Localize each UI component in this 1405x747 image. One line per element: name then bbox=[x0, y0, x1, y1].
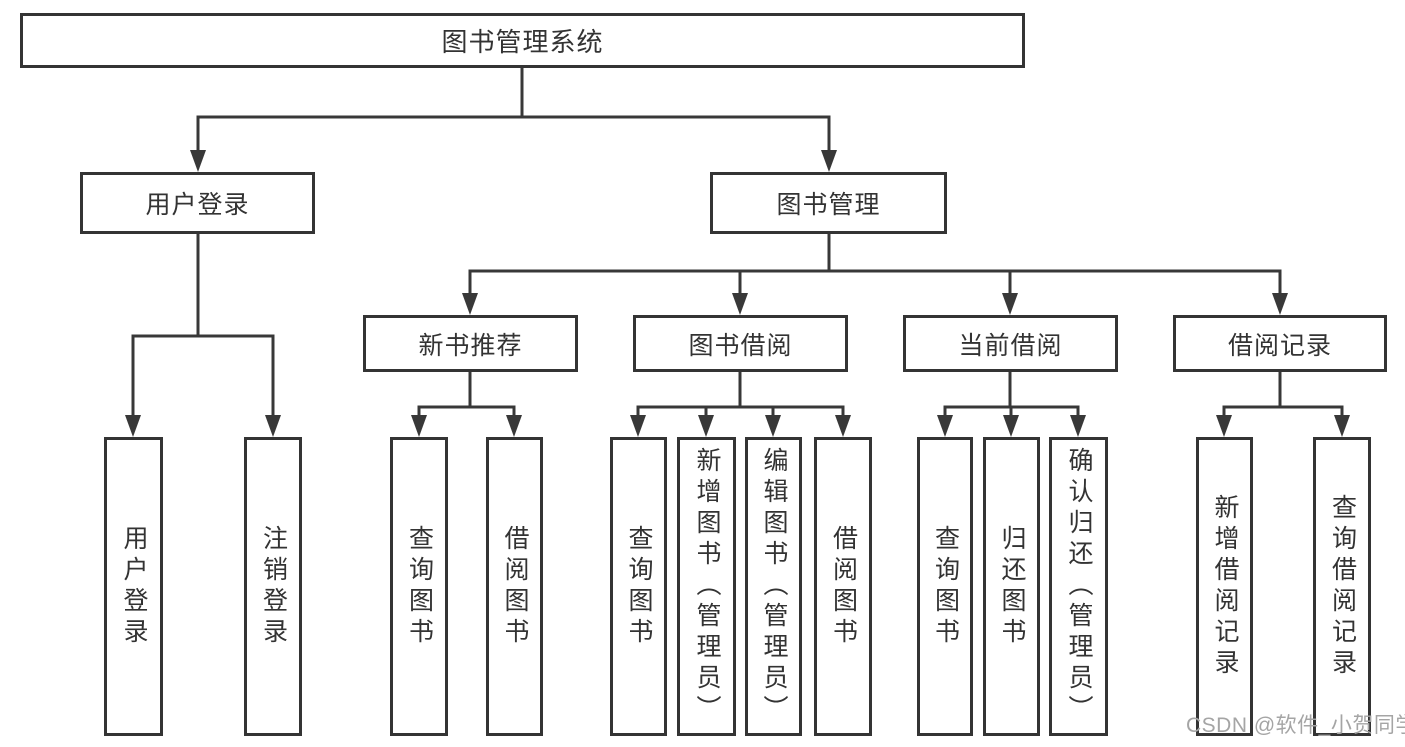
node-book-borrowing: 图书借阅 bbox=[633, 315, 848, 372]
node-label: 用户登录 bbox=[145, 191, 250, 219]
leaf-add-borrow-record: 新增借阅记录 bbox=[1196, 437, 1253, 736]
csdn-watermark: CSDN @软件_小贺同学 bbox=[1186, 714, 1405, 737]
node-label: 查询图书 bbox=[625, 524, 653, 649]
leaf-recommend-borrow-books: 借阅图书 bbox=[486, 437, 543, 736]
node-label: 图书管理 bbox=[776, 191, 881, 219]
node-label: 图书借阅 bbox=[688, 331, 793, 360]
node-book-management-system: 图书管理系统 bbox=[20, 13, 1025, 68]
node-label: 新书推荐 bbox=[418, 331, 523, 360]
node-label: 用户登录 bbox=[120, 524, 148, 649]
node-new-book-recommendation: 新书推荐 bbox=[363, 315, 578, 372]
leaf-confirm-return-admin: 确认归还（管理员） bbox=[1049, 437, 1108, 736]
node-label: 查询借阅记录 bbox=[1328, 493, 1357, 680]
node-current-borrowing: 当前借阅 bbox=[903, 315, 1118, 372]
node-label: 新增借阅记录 bbox=[1211, 493, 1239, 680]
leaf-current-query-books: 查询图书 bbox=[917, 437, 973, 736]
node-label: 借阅图书 bbox=[501, 524, 529, 649]
node-book-management: 图书管理 bbox=[710, 172, 947, 234]
node-label: 编辑图书（管理员） bbox=[760, 447, 788, 726]
leaf-recommend-query-books: 查询图书 bbox=[390, 437, 448, 736]
node-label: 图书管理系统 bbox=[441, 27, 604, 57]
node-label: 查询图书 bbox=[931, 524, 960, 649]
leaf-borrowing-borrow-books: 借阅图书 bbox=[814, 437, 872, 736]
leaf-edit-books-admin: 编辑图书（管理员） bbox=[745, 437, 802, 736]
leaf-user-login: 用户登录 bbox=[104, 437, 163, 736]
leaf-return-books: 归还图书 bbox=[983, 437, 1040, 736]
node-borrowing-records: 借阅记录 bbox=[1173, 315, 1387, 372]
node-label: 当前借阅 bbox=[958, 331, 1063, 360]
node-label: 借阅图书 bbox=[829, 524, 858, 649]
leaf-borrowing-query-books: 查询图书 bbox=[610, 437, 667, 736]
node-label: 注销登录 bbox=[259, 524, 288, 649]
node-label: 确认归还（管理员） bbox=[1065, 447, 1093, 726]
node-label: 借阅记录 bbox=[1227, 331, 1332, 360]
node-label: 归还图书 bbox=[998, 524, 1026, 649]
leaf-logout: 注销登录 bbox=[244, 437, 302, 736]
node-label: 新增图书（管理员） bbox=[693, 447, 721, 726]
leaf-add-books-admin: 新增图书（管理员） bbox=[677, 437, 736, 736]
leaf-query-borrow-record: 查询借阅记录 bbox=[1313, 437, 1371, 736]
node-user-login: 用户登录 bbox=[80, 172, 315, 234]
node-label: 查询图书 bbox=[405, 524, 434, 649]
